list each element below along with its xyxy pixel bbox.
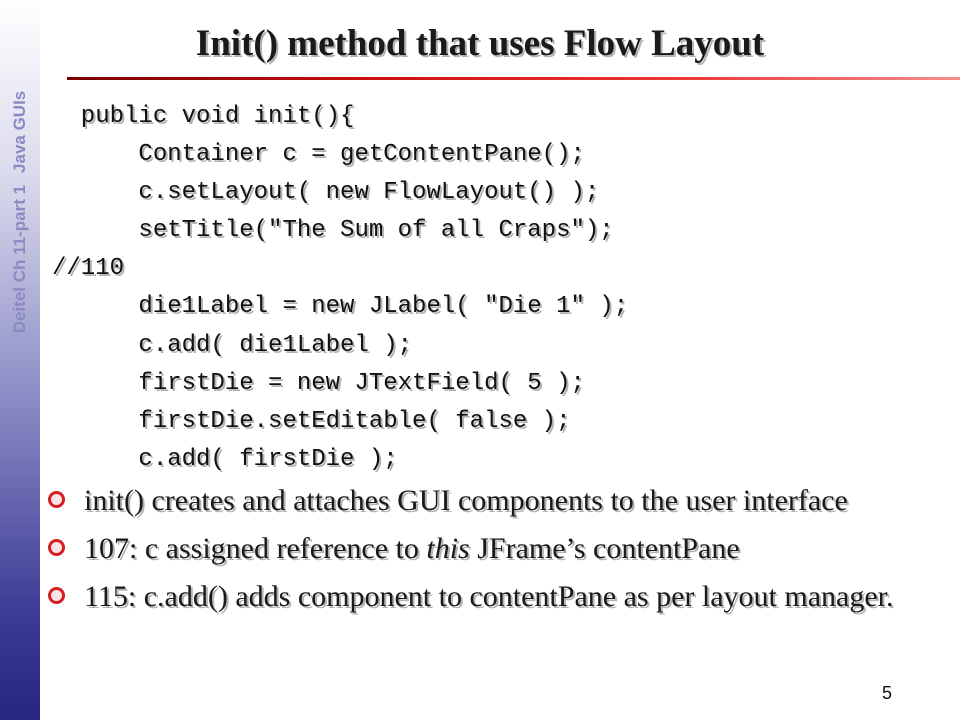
bullet-text-tail: JFrame’s contentPane <box>469 532 740 565</box>
bullet-ring-icon <box>48 539 65 556</box>
code-line: public void init(){ <box>52 103 355 130</box>
code-line: firstDie = new JTextField( 5 ); <box>52 369 585 397</box>
code-block: public void init(){ Container c = getCon… <box>52 98 628 479</box>
sidebar-chapter-label: Deitel Ch 11-part 1 <box>10 184 29 334</box>
bullet-text: init() creates and attaches GUI componen… <box>84 484 848 517</box>
sidebar-topic-label: Java GUIs <box>10 90 29 173</box>
code-line: Container c = getContentPane(); <box>52 141 585 169</box>
bullet-emphasis: this <box>426 532 470 565</box>
page-number: 5 <box>881 683 892 703</box>
bullet-text: 107: c assigned reference to <box>84 532 427 565</box>
bullet-ring-icon <box>48 491 65 508</box>
bullet-item: 107: c assigned reference to this JFrame… <box>48 534 928 564</box>
code-line: setTitle("The Sum of all Craps"); <box>52 217 614 245</box>
sidebar-band: Deitel Ch 11-part 1 Java GUIs <box>0 0 40 720</box>
bullet-list: init() creates and attaches GUI componen… <box>48 486 928 630</box>
code-line: c.add( die1Label ); <box>52 331 413 359</box>
bullet-item: 115: c.add() adds component to contentPa… <box>48 582 928 612</box>
bullet-item: init() creates and attaches GUI componen… <box>48 486 928 516</box>
bullet-ring-icon <box>48 587 65 604</box>
code-line: c.add( firstDie ); <box>52 445 398 473</box>
sidebar-caption: Deitel Ch 11-part 1 Java GUIs <box>10 91 30 334</box>
code-line: c.setLayout( new FlowLayout() ); <box>52 179 600 207</box>
code-line: die1Label = new JLabel( "Die 1" ); <box>52 293 629 321</box>
slide-title: Init() method that uses Flow Layout <box>195 23 765 64</box>
title-underline <box>67 77 960 80</box>
code-line: //110 <box>52 255 125 283</box>
code-line: firstDie.setEditable( false ); <box>52 407 571 435</box>
bullet-text: 115: c.add() adds component to contentPa… <box>84 580 894 613</box>
